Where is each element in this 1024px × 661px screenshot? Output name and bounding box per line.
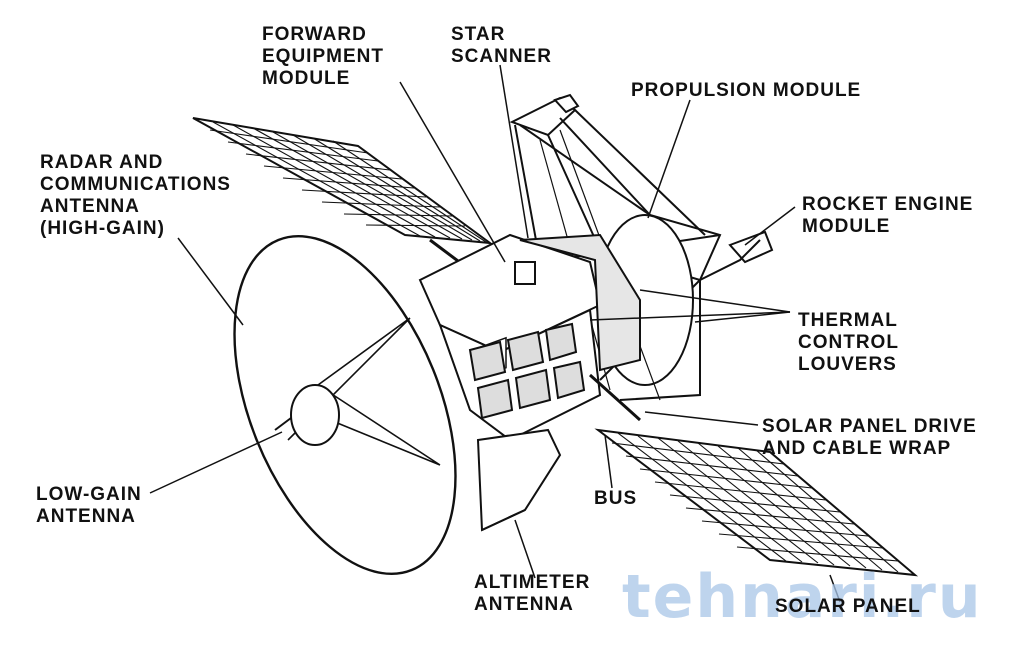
- upper-solar-panel: [192, 117, 494, 272]
- label-forward-equipment-module: FORWARD EQUIPMENT MODULE: [262, 24, 384, 89]
- high-gain-dish: [233, 234, 457, 576]
- label-star-scanner: STAR SCANNER: [451, 24, 552, 67]
- lower-solar-panel: [588, 373, 919, 577]
- leader-lines: [149, 64, 841, 603]
- spacecraft-bus: [418, 233, 641, 442]
- label-thermal-control-louvers: THERMAL CONTROL LOUVERS: [798, 310, 899, 375]
- label-bus: BUS: [594, 488, 638, 509]
- label-rocket-engine-module: ROCKET ENGINE MODULE: [802, 194, 974, 237]
- label-solar-panel-drive: SOLAR PANEL DRIVE AND CABLE WRAP: [762, 416, 977, 459]
- label-altimeter-antenna: ALTIMETER ANTENNA: [474, 572, 591, 615]
- label-solar-panel: SOLAR PANEL: [775, 596, 921, 617]
- watermark: tehnari.ru: [622, 562, 983, 632]
- altimeter-antenna: [476, 428, 562, 532]
- label-radar-antenna: RADAR AND COMMUNICATIONS ANTENNA (HIGH-G…: [40, 152, 231, 239]
- label-propulsion-module: PROPULSION MODULE: [631, 80, 862, 101]
- label-low-gain-antenna: LOW-GAIN ANTENNA: [36, 484, 142, 527]
